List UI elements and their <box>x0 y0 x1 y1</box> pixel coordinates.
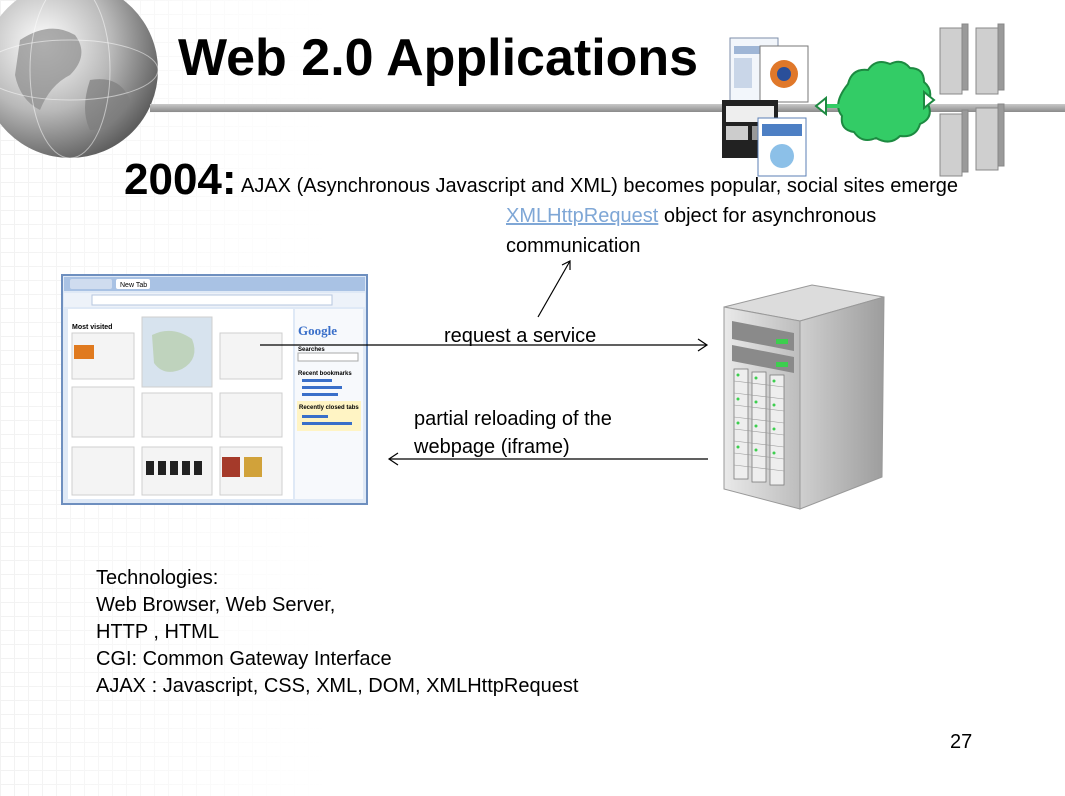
most-visited-label: Most visited <box>72 324 112 331</box>
request-label: request a service <box>444 325 597 347</box>
headline-text: AJAX (Asynchronous Javascript and XML) b… <box>236 175 959 197</box>
web-cloud-illustration <box>722 23 1005 177</box>
recently-closed-label: Recently closed tabs <box>299 405 359 411</box>
cloud-icon <box>814 60 936 143</box>
recent-bookmarks-label: Recent bookmarks <box>298 371 352 377</box>
server-icon <box>723 284 885 510</box>
searches-label: Searches <box>298 347 325 353</box>
xhr-note: XMLHttpRequest object for asynchronous c… <box>506 201 966 261</box>
browser-screenshot: New Tab Most visited Google Searches Rec… <box>61 274 368 505</box>
technologies-line: CGI: Common Gateway Interface <box>96 648 392 670</box>
request-arrow <box>260 338 709 352</box>
response-label: partial reloading of the webpage (iframe… <box>414 408 612 458</box>
browser-tab-label: New Tab <box>120 282 147 289</box>
technologies-line: Web Browser, Web Server, <box>96 594 336 616</box>
title-underline-band <box>150 104 1065 112</box>
year-label: 2004: <box>124 155 237 204</box>
page-number: 27 <box>950 731 973 753</box>
server-rack-icons <box>939 23 1005 177</box>
technologies-heading: Technologies: <box>96 567 219 589</box>
slide-title: Web 2.0 Applications <box>178 29 699 87</box>
technologies-line: HTTP , HTML <box>96 621 219 643</box>
website-thumbnails <box>722 37 809 177</box>
globe-icon <box>0 0 159 159</box>
technologies-line: AJAX : Javascript, CSS, XML, DOM, XMLHtt… <box>96 675 579 697</box>
xmlhttprequest-link[interactable]: XMLHttpRequest <box>506 205 659 227</box>
technologies-list: Technologies: Web Browser, Web Server, H… <box>96 565 578 700</box>
response-arrow <box>387 452 708 466</box>
headline: 2004: AJAX (Asynchronous Javascript and … <box>124 150 964 209</box>
xhr-note-text: object for asynchronous communication <box>506 205 877 257</box>
xhr-pointer-arrow <box>537 260 571 318</box>
google-logo-text: Google <box>298 323 337 338</box>
